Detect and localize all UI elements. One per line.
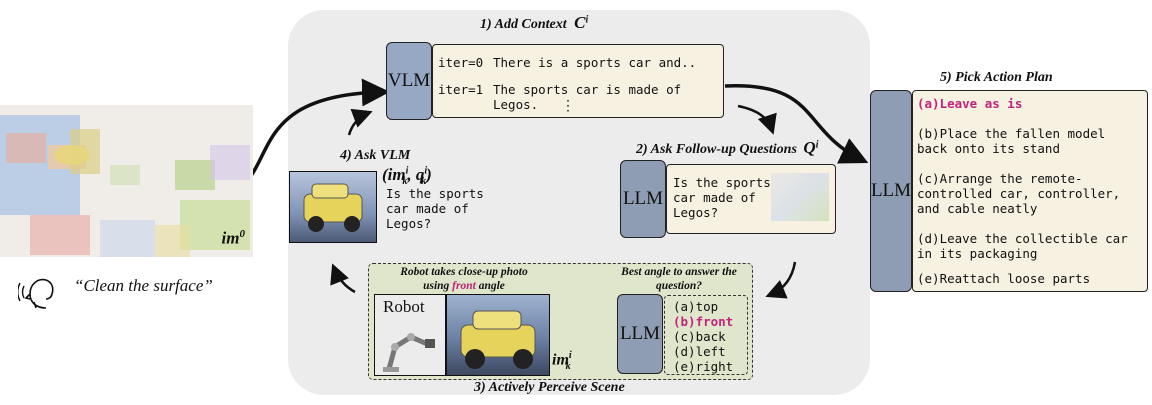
- followup-box: Is the sports car made of Legos?: [666, 164, 836, 234]
- context-iter-0: iter=0: [438, 55, 484, 70]
- llm-box-followup: LLM: [620, 160, 666, 238]
- context-text-1: The sports car is made of Legos.: [493, 82, 682, 112]
- plan-c: (c)Arrange the remote-controlled car, co…: [917, 171, 1121, 216]
- scene-illustration: [0, 105, 253, 257]
- askvlm-question: Is the sports car made of Legos?: [386, 186, 484, 231]
- plan-b: (b)Place the fallen model back onto its …: [917, 126, 1106, 156]
- step1-title: 1) Add Context Ci: [480, 13, 589, 32]
- scene-image-label: im0: [221, 228, 245, 248]
- plan-e: (e)Reattach loose parts: [917, 271, 1091, 286]
- step5-title: 5) Pick Action Plan: [940, 70, 1053, 85]
- robot-arm-icon: [383, 333, 435, 372]
- angle-option-back: (c)back: [673, 329, 726, 344]
- llm-box-angle: LLM: [617, 294, 663, 374]
- arrow-context-to-pick: [724, 84, 869, 164]
- closeup-image-label: imik: [552, 350, 572, 372]
- closeup-photo: [446, 294, 550, 376]
- plan-d: (d)Leave the collectible car in its pack…: [917, 231, 1128, 261]
- scene-image: im0: [0, 105, 253, 257]
- arrow-askvlm-to-context: [347, 108, 373, 136]
- angle-option-front: (b)front: [673, 314, 734, 329]
- robot-label: Robot: [383, 297, 425, 316]
- angle-option-top: (a)top: [673, 299, 719, 314]
- context-box: iter=0 There is a sports car and.. iter=…: [432, 44, 724, 118]
- robot-caption: Robot takes close-up photo using front a…: [400, 266, 528, 292]
- instruction-text: “Clean the surface”: [74, 276, 213, 295]
- plan-a: (a)Leave as is: [917, 96, 1023, 111]
- step4-title: 4) Ask VLM: [340, 148, 411, 163]
- llm-box-pick: LLM: [870, 90, 912, 292]
- askvlm-pair-label: (imik, qik): [382, 165, 432, 188]
- context-ellipsis: ⋮: [561, 99, 575, 114]
- step3-title: 3) Actively Perceive Scene: [474, 380, 625, 395]
- step2-title: 2) Ask Follow-up Questions Qi: [636, 138, 819, 157]
- arrow-context-to-followup: [737, 104, 777, 135]
- askvlm-photo: [289, 171, 377, 243]
- context-text-0: There is a sports car and..: [493, 55, 697, 70]
- angle-options-box: (a)top (b)front (c)back (d)left (e)right: [664, 295, 748, 375]
- arrow-perceive-to-askvlm: [330, 263, 356, 294]
- followup-question: Is the sports car made of Legos?: [673, 175, 771, 220]
- robot-panel: Robot: [374, 294, 446, 376]
- followup-thumbnail: [771, 173, 829, 221]
- angle-option-right: (e)right: [673, 359, 734, 374]
- vlm-box-context: VLM: [386, 42, 432, 120]
- arrow-followup-to-angle: [765, 261, 797, 299]
- angle-option-left: (d)left: [673, 344, 726, 359]
- human-head-icon: [18, 278, 54, 309]
- context-iter-1: iter=1: [438, 82, 484, 97]
- angle-question-title: Best angle to answer the question?: [621, 266, 737, 292]
- action-plan-box: (a)Leave as is (b)Place the fallen model…: [912, 90, 1148, 292]
